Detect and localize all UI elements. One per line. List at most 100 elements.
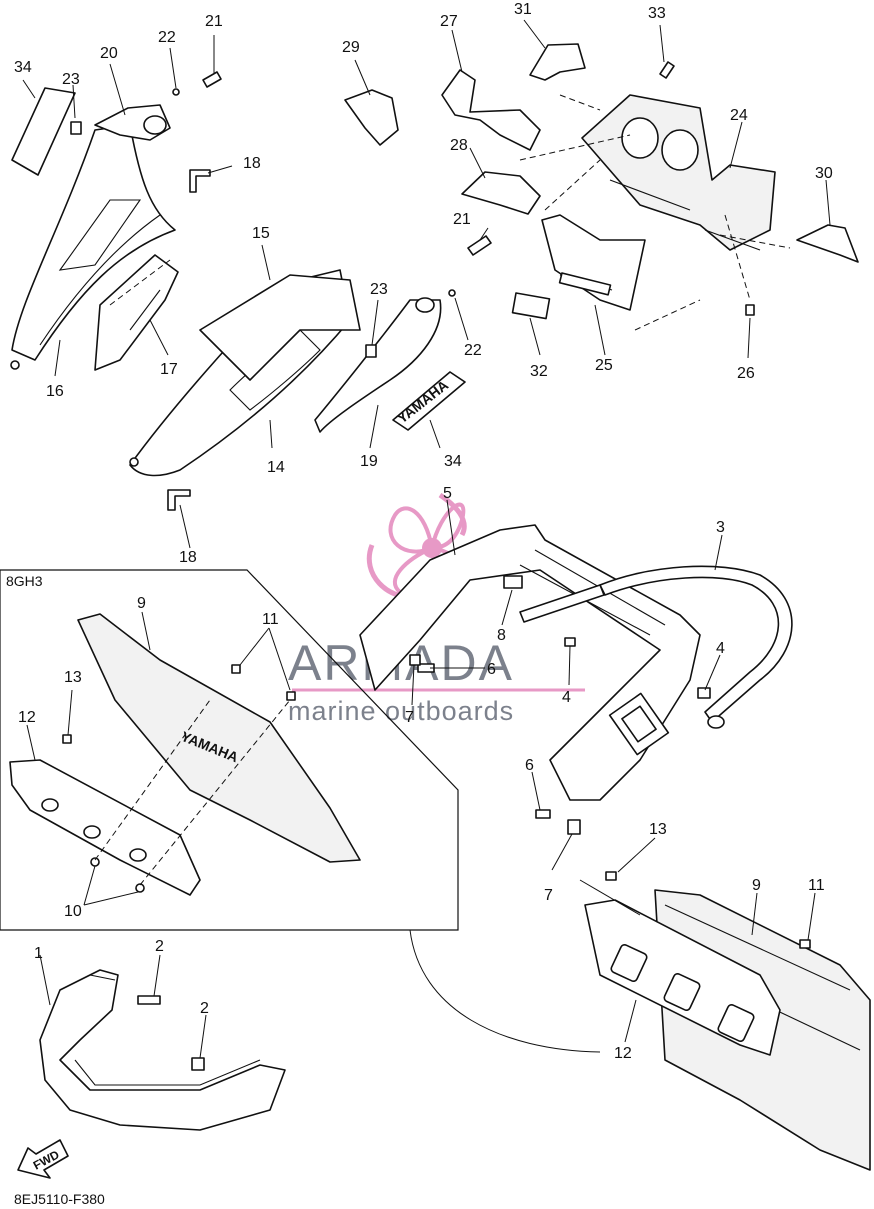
callout: 18 xyxy=(179,549,197,566)
callout: 4 xyxy=(562,689,571,706)
callout: 5 xyxy=(443,485,452,502)
watermark-logo: ARMADA marine outboards xyxy=(288,492,585,726)
callout: 9 xyxy=(137,595,146,612)
callout: 23 xyxy=(62,71,80,88)
screw-4-upper xyxy=(564,637,576,647)
gauge-panel-group xyxy=(344,19,859,359)
inset-plate-9 xyxy=(77,613,361,863)
screw-26 xyxy=(745,304,755,316)
callout: 10 xyxy=(64,903,82,920)
rear-plate-group xyxy=(409,837,871,1171)
callout: 12 xyxy=(614,1045,632,1062)
callout: 19 xyxy=(360,453,378,470)
callout: 21 xyxy=(205,13,223,30)
callout: 15 xyxy=(252,225,270,242)
screw-18-upper xyxy=(189,169,211,193)
bracket-part-25 xyxy=(541,214,646,311)
callout: 22 xyxy=(158,29,176,46)
washer-22-upper xyxy=(172,88,180,96)
grommet-23-left xyxy=(70,121,82,135)
callout: 31 xyxy=(514,1,532,18)
bolt-6-upper xyxy=(417,663,435,673)
cowling-part-16 xyxy=(11,124,176,361)
callout: 8 xyxy=(497,627,506,644)
panel-part-19 xyxy=(314,299,442,433)
callout: 11 xyxy=(808,877,825,894)
cover-part-17 xyxy=(94,254,179,371)
callout: 33 xyxy=(648,5,666,22)
callout: 4 xyxy=(716,640,725,657)
callout: 25 xyxy=(595,357,613,374)
callout: 7 xyxy=(405,709,414,726)
inset-washer-10b xyxy=(135,883,145,893)
callout: 18 xyxy=(243,155,261,172)
callout: 20 xyxy=(100,45,118,62)
cover-part-15 xyxy=(199,274,361,381)
bracket-part-32 xyxy=(511,292,551,320)
inset-rivet-11a xyxy=(231,664,241,674)
callout: 32 xyxy=(530,363,548,380)
bracket-handle-group xyxy=(359,499,793,871)
callouts: 34 23 20 22 21 18 16 17 15 14 18 29 27 3… xyxy=(14,1,833,1062)
bolt-2-upper xyxy=(137,995,161,1005)
callout: 1 xyxy=(34,945,43,962)
callout: 34 xyxy=(444,453,462,470)
panel-part-29 xyxy=(344,89,399,146)
inset-rivet-13 xyxy=(62,734,72,744)
side-cowling-right-group: YAMAHA xyxy=(129,227,492,549)
callout: 17 xyxy=(160,361,178,378)
callout: 14 xyxy=(267,459,285,476)
rear-rivet-13 xyxy=(605,871,617,881)
callout: 6 xyxy=(525,757,534,774)
callout: 12 xyxy=(18,709,36,726)
inset-bracket-12 xyxy=(9,759,201,896)
callout: 30 xyxy=(815,165,833,182)
bolt-21-right xyxy=(467,235,492,256)
callout: 23 xyxy=(370,281,388,298)
nut-7-lower xyxy=(567,819,581,835)
inset-rivet-11b xyxy=(286,691,296,701)
rod-part-8 xyxy=(519,584,605,623)
cover-part-27 xyxy=(441,69,541,151)
washer-22-right xyxy=(448,289,456,297)
decal-34-right: YAMAHA xyxy=(392,371,466,431)
callout: 28 xyxy=(450,137,468,154)
inset-8gh3: 8GH3 YAMAHA xyxy=(0,569,459,931)
callout: 13 xyxy=(64,669,82,686)
callout: 21 xyxy=(453,211,471,228)
decal-34-left xyxy=(11,87,76,176)
bolt-21-upper xyxy=(202,71,222,88)
screw-18-lower xyxy=(167,489,191,511)
grommet-23-right xyxy=(365,344,377,358)
callout: 13 xyxy=(649,821,667,838)
callout: 26 xyxy=(737,365,755,382)
callout: 34 xyxy=(14,59,32,76)
callout: 16 xyxy=(46,383,64,400)
callout: 9 xyxy=(752,877,761,894)
bolt-33 xyxy=(659,61,675,79)
callout: 2 xyxy=(155,938,164,955)
cap-part-30 xyxy=(796,224,859,263)
callout: 27 xyxy=(440,13,458,30)
callout: 24 xyxy=(730,107,748,124)
bolt-6-lower xyxy=(535,809,551,819)
callout: 11 xyxy=(262,611,279,628)
callout: 29 xyxy=(342,39,360,56)
fwd-arrow-icon: FWD xyxy=(17,1139,69,1179)
callout: 7 xyxy=(544,887,553,904)
apron-part-1 xyxy=(39,969,286,1131)
cap-part-31 xyxy=(529,43,586,81)
bracket-part-5 xyxy=(359,524,701,801)
part-code: 8EJ5110-F380 xyxy=(14,1191,105,1207)
bolt-2-lower xyxy=(191,1057,205,1071)
inset-label: 8GH3 xyxy=(6,573,43,589)
callout: 6 xyxy=(487,661,496,678)
cover-part-28 xyxy=(461,171,541,215)
callout: 22 xyxy=(464,342,482,359)
rear-rivet-11 xyxy=(799,939,811,949)
front-apron-group: FWD 8EJ5110-F380 xyxy=(14,954,286,1207)
screw-4-right xyxy=(697,687,711,699)
side-cowling-left-group xyxy=(10,35,233,377)
nut-7-upper xyxy=(409,654,421,666)
